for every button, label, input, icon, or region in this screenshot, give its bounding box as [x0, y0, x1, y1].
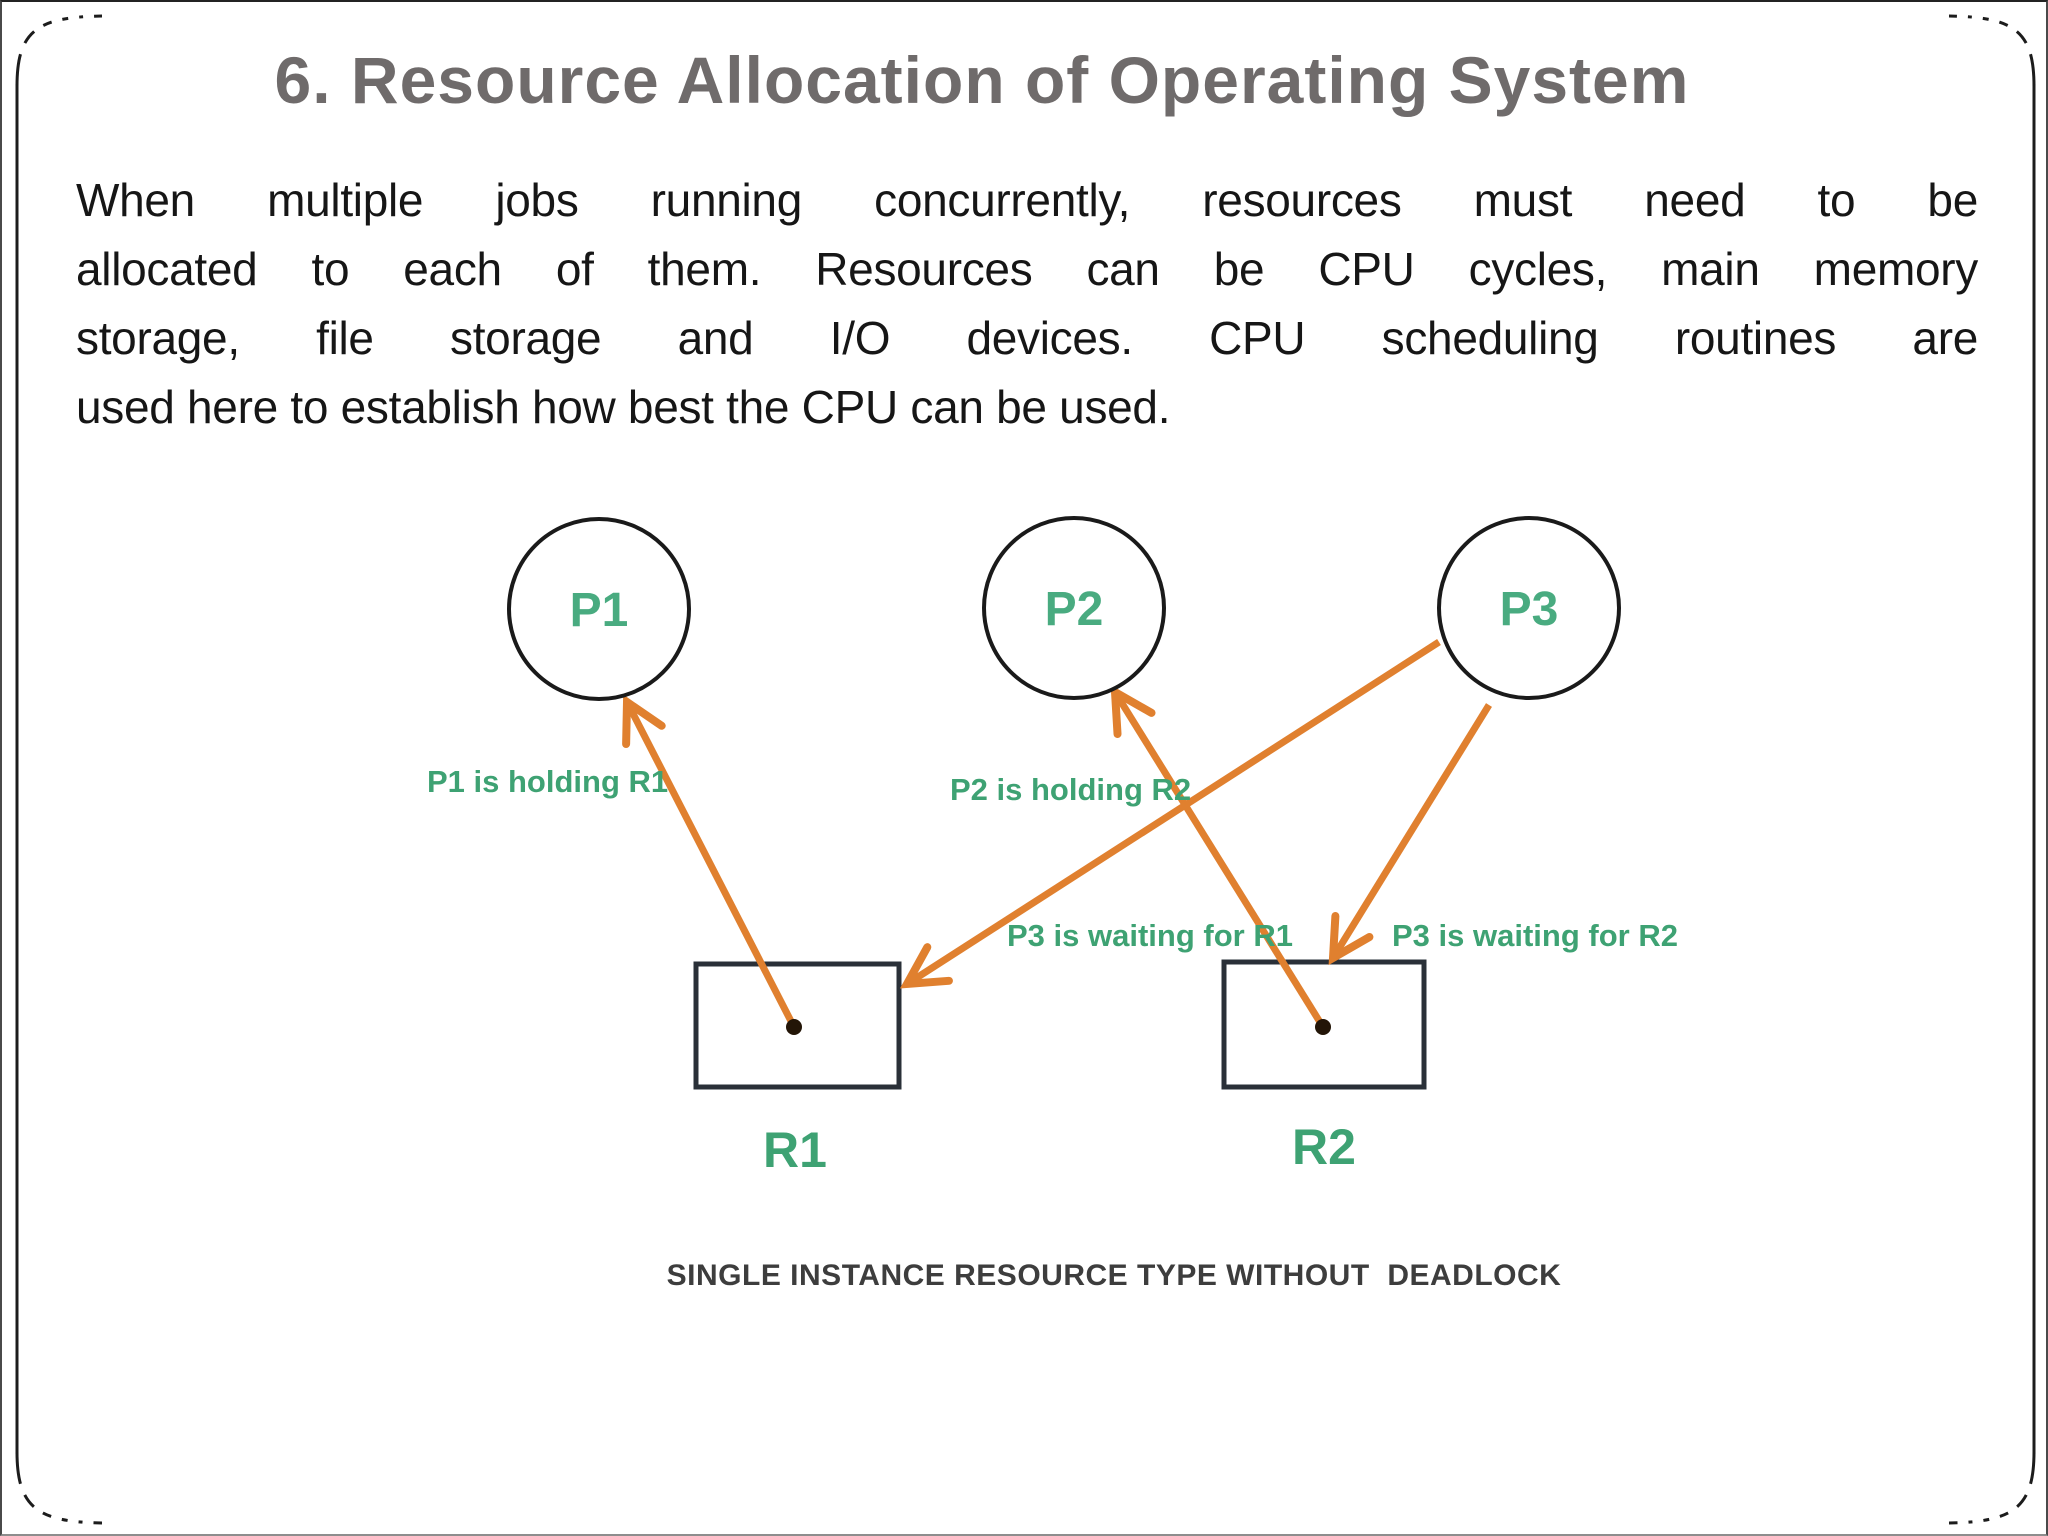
edge-label-p3-waiting-r1: P3 is waiting for R1	[1007, 918, 1293, 953]
process-node-label-p2: P2	[1045, 583, 1104, 636]
frame-corner-bottom-right	[1948, 1451, 2036, 1525]
edge-arrow-r2-to-p2	[1110, 684, 1326, 1029]
resource-instance-dot-r2	[1315, 1019, 1331, 1035]
resource-instance-dot-r1	[786, 1019, 802, 1035]
resource-node-label-r2: R2	[1292, 1119, 1356, 1175]
edge-arrow-p3-to-r1	[899, 639, 1441, 989]
paragraph-line: When multiple jobs running concurrently,…	[76, 174, 1978, 226]
process-node-circle-p1	[507, 517, 691, 701]
process-node-label-p1: P1	[570, 584, 629, 637]
resource-node-rect-r2	[1221, 959, 1427, 1090]
body-paragraph: When multiple jobs running concurrently,…	[76, 166, 1978, 442]
process-node-label-p3: P3	[1500, 583, 1559, 636]
frame-corner-top-right	[1948, 14, 2036, 87]
edge-label-p1-holding-r1: P1 is holding R1	[427, 764, 668, 799]
slide-frame	[15, 14, 2036, 1525]
paragraph-line: storage, file storage and I/O devices. C…	[76, 312, 1978, 364]
edge-label-p2-holding-r2: P2 is holding R2	[950, 772, 1191, 807]
process-node-circle-p2	[982, 516, 1166, 700]
frame-corner-top-left	[15, 14, 103, 87]
diagram-caption: SINGLE INSTANCE RESOURCE TYPE WITHOUT DE…	[667, 1259, 1562, 1292]
frame-corner-bottom-left	[15, 1451, 103, 1525]
paragraph-line: used here to establish how best the CPU …	[76, 381, 1171, 433]
edge-label-p3-waiting-r2: P3 is waiting for R2	[1392, 918, 1678, 953]
process-node-circle-p3	[1437, 516, 1621, 700]
page-title: 6. Resource Allocation of Operating Syst…	[274, 43, 1690, 117]
paragraph-line: allocated to each of them. Resources can…	[76, 243, 1978, 295]
edge-arrow-r1-to-p1	[622, 694, 798, 1029]
resource-node-label-r1: R1	[763, 1122, 827, 1178]
edge-arrow-p3-to-r2	[1328, 703, 1492, 966]
